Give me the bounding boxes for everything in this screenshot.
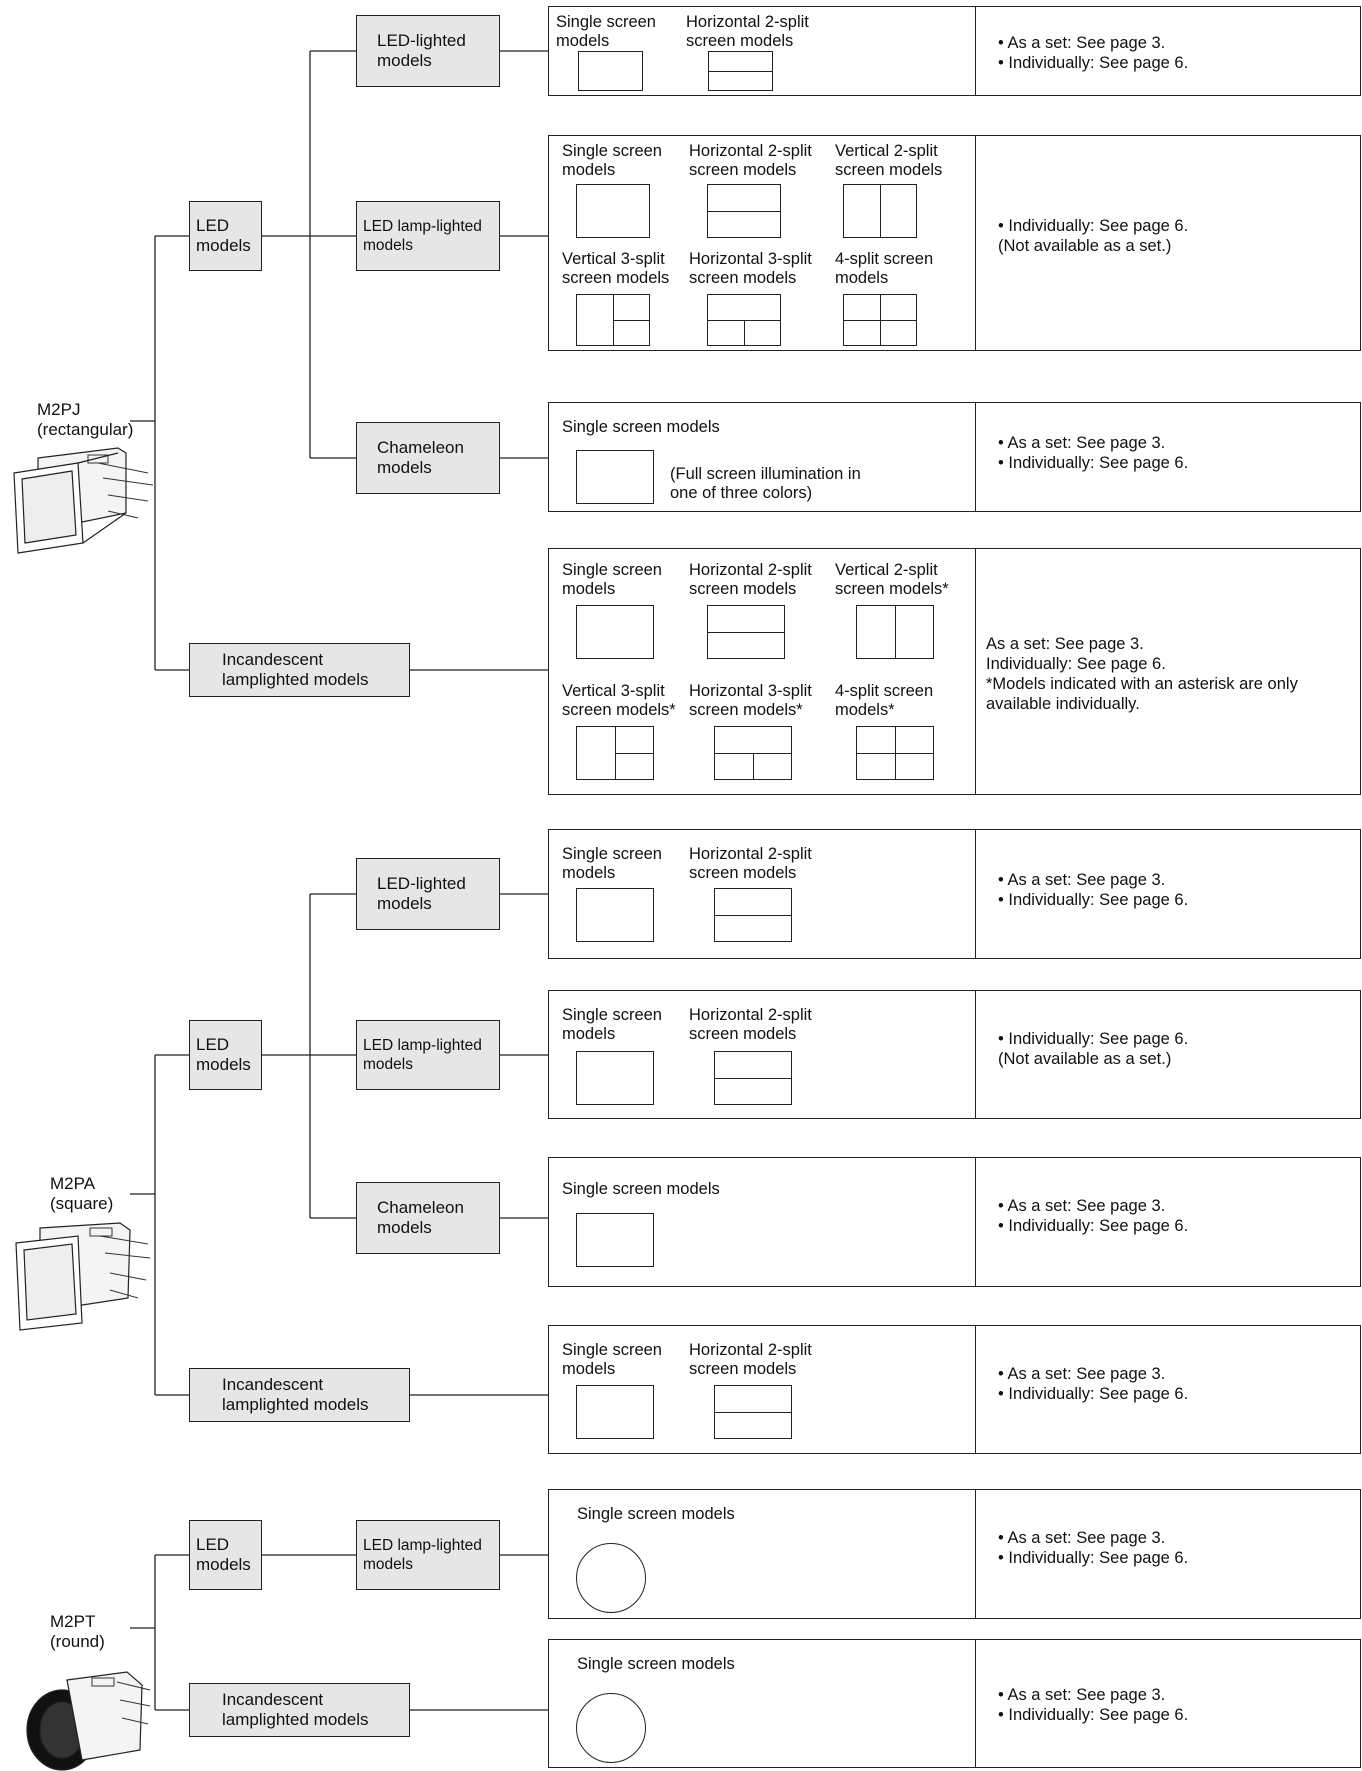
ordering-info-panel: As a set: See page 3. Individually: See … [975,548,1361,795]
ordering-info-panel: • Individually: See page 6. (Not availab… [975,990,1361,1119]
product-label-m2pa: M2PA (square) [50,1174,114,1213]
single-screen-icon [576,184,650,238]
4-split-icon [856,726,934,780]
screen-type-label: Single screen models [556,13,656,50]
ordering-info-panel: • As a set: See page 3. • Individually: … [975,6,1361,96]
screen-type-label: Single screen models [562,1180,720,1198]
single-screen-icon [576,1213,654,1267]
group-led-models: LED models [189,1020,262,1090]
round-single-screen-icon [576,1543,646,1613]
vertical-3-split-icon [576,726,654,780]
product-label-m2pj: M2PJ (rectangular) [37,400,134,439]
screen-options-panel: Single screen models Horizontal 2-split … [548,990,976,1119]
screen-type-label: Horizontal 2-split screen models [689,142,812,179]
group-incandescent-models: Incandescent lamplighted models [189,1368,410,1422]
screen-options-panel: Single screen models [548,1157,976,1287]
ordering-info-text: • Individually: See page 6. (Not availab… [998,217,1189,255]
vertical-2-split-icon [843,184,917,238]
single-screen-icon [576,1385,654,1439]
type-chameleon-models: Chameleon models [356,1182,500,1254]
ordering-info-text: • Individually: See page 6. (Not availab… [998,1030,1189,1068]
group-incandescent-models: Incandescent lamplighted models [189,1683,410,1737]
horizontal-3-split-icon [714,726,792,780]
screen-type-label: Horizontal 2-split screen models [686,13,809,50]
screen-options-panel: Single screen models [548,1489,976,1619]
round-switch-photo [26,1671,151,1771]
single-screen-icon [576,450,654,504]
type-led-lighted-models: LED-lighted models [356,15,500,87]
screen-type-label: Horizontal 2-split screen models [689,1006,812,1043]
type-chameleon-models: Chameleon models [356,422,500,494]
square-switch-photo [15,1222,151,1331]
ordering-info-panel: • Individually: See page 6. (Not availab… [975,135,1361,351]
ordering-info-panel: • As a set: See page 3. • Individually: … [975,1489,1361,1619]
type-led-lighted-models: LED-lighted models [356,858,500,930]
ordering-info-text: • As a set: See page 3. • Individually: … [998,1529,1189,1567]
type-led-lamp-lighted-models: LED lamp-lighted models [356,1020,500,1090]
screen-type-label: Horizontal 2-split screen models [689,1341,812,1378]
ordering-info-text: • As a set: See page 3. • Individually: … [998,1686,1189,1724]
screen-type-label: Single screen models [577,1655,735,1673]
horizontal-2-split-icon [714,1385,792,1439]
ordering-info-panel: • As a set: See page 3. • Individually: … [975,402,1361,512]
screen-type-label: 4-split screen models* [835,682,934,719]
vertical-3-split-icon [576,294,650,346]
screen-options-panel: Single screen models [548,1639,976,1768]
screen-options-panel: Single screen models Horizontal 2-split … [548,135,976,351]
horizontal-2-split-icon [714,888,792,942]
screen-type-label: Vertical 3-split screen models [562,250,670,287]
rectangular-switch-photo [13,447,154,554]
screen-type-label: Single screen models [562,142,662,179]
screen-type-label: Single screen models [577,1505,735,1523]
vertical-2-split-icon [856,605,934,659]
ordering-info-text: • As a set: See page 3. • Individually: … [998,34,1189,72]
screen-type-label: Horizontal 3-split screen models [689,250,812,287]
screen-type-label: Vertical 3-split screen models* [562,682,676,719]
horizontal-2-split-icon [708,51,773,91]
ordering-info-panel: • As a set: See page 3. • Individually: … [975,829,1361,959]
horizontal-2-split-icon [707,184,781,238]
product-label-m2pt: M2PT (round) [50,1612,105,1651]
screen-type-label: Single screen models [562,1341,662,1378]
screen-type-label: Vertical 2-split screen models [835,142,943,179]
type-led-lamp-lighted-models: LED lamp-lighted models [356,201,500,271]
ordering-info-text: • As a set: See page 3. • Individually: … [998,434,1189,472]
screen-type-label: Horizontal 2-split screen models [689,561,812,598]
single-screen-icon [576,1051,654,1105]
screen-type-label: Horizontal 2-split screen models [689,845,812,882]
group-led-models: LED models [189,201,262,271]
ordering-info-panel: • As a set: See page 3. • Individually: … [975,1157,1361,1287]
horizontal-2-split-icon [707,605,785,659]
ordering-info-text: • As a set: See page 3. • Individually: … [998,871,1189,909]
single-screen-icon [576,605,654,659]
single-screen-icon [578,51,643,91]
horizontal-2-split-icon [714,1051,792,1105]
horizontal-3-split-icon [707,294,781,346]
screen-type-label: Vertical 2-split screen models* [835,561,949,598]
screen-options-panel: Single screen models Horizontal 2-split … [548,1325,976,1454]
screen-type-label: 4-split screen models [835,250,934,287]
screen-type-label: Single screen models [562,1006,662,1043]
single-screen-icon [576,888,654,942]
screen-type-label: Single screen models [562,845,662,882]
ordering-info-text: As a set: See page 3. Individually: See … [986,635,1298,713]
ordering-info-text: • As a set: See page 3. • Individually: … [998,1365,1189,1403]
group-incandescent-models: Incandescent lamplighted models [189,643,410,697]
screen-options-panel: Single screen models (Full screen illumi… [548,402,976,512]
screen-type-label: Single screen models [562,418,720,436]
ordering-info-panel: • As a set: See page 3. • Individually: … [975,1639,1361,1768]
type-led-lamp-lighted-models: LED lamp-lighted models [356,1520,500,1590]
4-split-icon [843,294,917,346]
group-led-models: LED models [189,1520,262,1590]
round-single-screen-icon [576,1693,646,1763]
screen-options-panel: Single screen models Horizontal 2-split … [548,6,976,96]
ordering-info-text: • As a set: See page 3. • Individually: … [998,1197,1189,1235]
screen-type-label: Single screen models [562,561,662,598]
screen-type-label: Horizontal 3-split screen models* [689,682,812,719]
screen-options-panel: Single screen models Horizontal 2-split … [548,829,976,959]
screen-options-panel: Single screen models Horizontal 2-split … [548,548,976,795]
chameleon-illumination-note: (Full screen illumination in one of thre… [670,465,861,502]
ordering-info-panel: • As a set: See page 3. • Individually: … [975,1325,1361,1454]
